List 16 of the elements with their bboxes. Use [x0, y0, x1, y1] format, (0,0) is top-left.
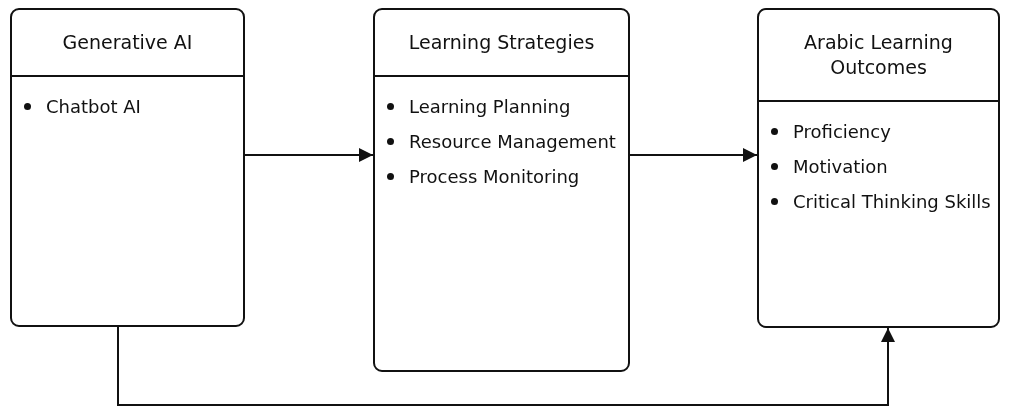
box-heading: Learning Strategies	[408, 30, 595, 55]
list-item: Motivation	[793, 155, 888, 179]
box-heading: Generative AI	[62, 30, 193, 55]
list-item: Learning Planning	[409, 95, 571, 119]
list-item: Critical Thinking Skills	[793, 190, 991, 214]
arrow	[117, 326, 895, 406]
list-item: Process Monitoring	[409, 165, 580, 189]
list-item: Chatbot AI	[46, 95, 141, 119]
process-box	[757, 8, 1000, 328]
arrow	[629, 148, 758, 162]
list-item: Proficiency	[793, 120, 891, 144]
process-box	[373, 8, 630, 372]
process-box	[10, 8, 245, 327]
list-item: Resource Management	[409, 130, 616, 154]
arrow	[244, 148, 374, 162]
box-heading: Arabic Learning Outcomes	[803, 30, 954, 80]
